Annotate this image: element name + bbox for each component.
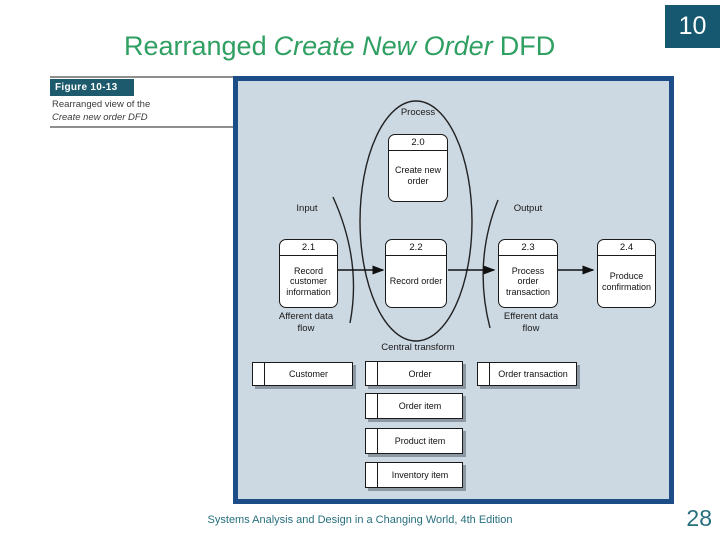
datastore-id-cell bbox=[478, 363, 490, 385]
process-name-2-1: Record customer information bbox=[286, 265, 331, 297]
datastore-id-cell bbox=[366, 394, 378, 418]
dfd-lines bbox=[332, 100, 595, 342]
datastore-label: Inventory item bbox=[391, 470, 449, 480]
process-id-2-2: 2.2 bbox=[386, 240, 446, 256]
process-box-2-3: 2.3 Process order transaction bbox=[498, 239, 558, 308]
efferent-boundary-arc bbox=[482, 199, 499, 329]
datastore-inventory-item: Inventory item bbox=[365, 462, 463, 488]
chapter-number: 10 bbox=[678, 12, 707, 40]
datastore-order-item: Order item bbox=[365, 393, 463, 419]
datastore-id-cell bbox=[253, 363, 265, 385]
process-name-2-2: Record order bbox=[389, 276, 443, 287]
label-process: Process bbox=[400, 107, 436, 118]
label-input: Input bbox=[296, 203, 318, 214]
process-id-2-0: 2.0 bbox=[389, 135, 447, 151]
process-id-2-4: 2.4 bbox=[598, 240, 655, 256]
datastore-label: Order bbox=[408, 368, 432, 379]
datastore-id-cell bbox=[366, 463, 378, 487]
figure-rule-top bbox=[50, 76, 237, 78]
datastore-id-cell bbox=[366, 429, 378, 453]
datastore-id-cell bbox=[366, 362, 378, 385]
label-efferent-data-flow: Efferent data flow bbox=[503, 311, 559, 334]
datastore-customer: Customer bbox=[252, 362, 353, 386]
datastore-order-transaction: Order transaction bbox=[477, 362, 577, 386]
datastore-label: Customer bbox=[288, 369, 328, 379]
figure-label-text: Figure 10-13 bbox=[55, 82, 118, 93]
label-central-transform: Central transform bbox=[381, 342, 455, 353]
dfd-canvas: Process Input Output Afferent data flow … bbox=[238, 81, 669, 499]
title-italic: Create New Order bbox=[273, 31, 493, 61]
process-box-2-2: 2.2 Record order bbox=[385, 239, 447, 308]
title-suffix: DFD bbox=[499, 31, 556, 61]
datastore-product-item: Product item bbox=[365, 428, 463, 454]
slide-title: Rearranged Create New Order DFD bbox=[124, 31, 555, 62]
process-box-2-0: 2.0 Create new order bbox=[388, 134, 448, 202]
label-afferent-data-flow: Afferent data flow bbox=[278, 311, 334, 334]
process-name-2-0: Create new order bbox=[394, 165, 442, 186]
process-box-2-1: 2.1 Record customer information bbox=[279, 239, 338, 308]
process-name-2-4: Produce confirmation bbox=[601, 270, 652, 292]
figure-rule-bottom bbox=[50, 126, 237, 128]
figure-caption-line2: Create new order DFD bbox=[52, 112, 148, 123]
process-name-2-3: Process order transaction bbox=[505, 265, 551, 297]
figure-label: Figure 10-13 bbox=[50, 79, 134, 96]
title-prefix: Rearranged bbox=[124, 31, 267, 61]
afferent-boundary-arc bbox=[332, 196, 355, 324]
label-output: Output bbox=[513, 203, 543, 214]
datastore-label: Product item bbox=[394, 436, 446, 446]
footer-citation: Systems Analysis and Design in a Changin… bbox=[207, 514, 513, 526]
dfd-figure: Process Input Output Afferent data flow … bbox=[233, 76, 674, 504]
process-box-2-4: 2.4 Produce confirmation bbox=[597, 239, 656, 308]
datastore-label: Order item bbox=[398, 401, 442, 411]
process-id-2-1: 2.1 bbox=[280, 240, 337, 256]
figure-caption-line1: Rearranged view of the bbox=[52, 99, 151, 110]
datastore-order: Order bbox=[365, 361, 463, 386]
chapter-number-badge: 10 bbox=[665, 5, 720, 48]
process-id-2-3: 2.3 bbox=[499, 240, 557, 256]
datastore-label: Order transaction bbox=[498, 369, 568, 379]
page-number: 28 bbox=[686, 505, 712, 531]
process-boundary-ellipse bbox=[359, 100, 473, 342]
